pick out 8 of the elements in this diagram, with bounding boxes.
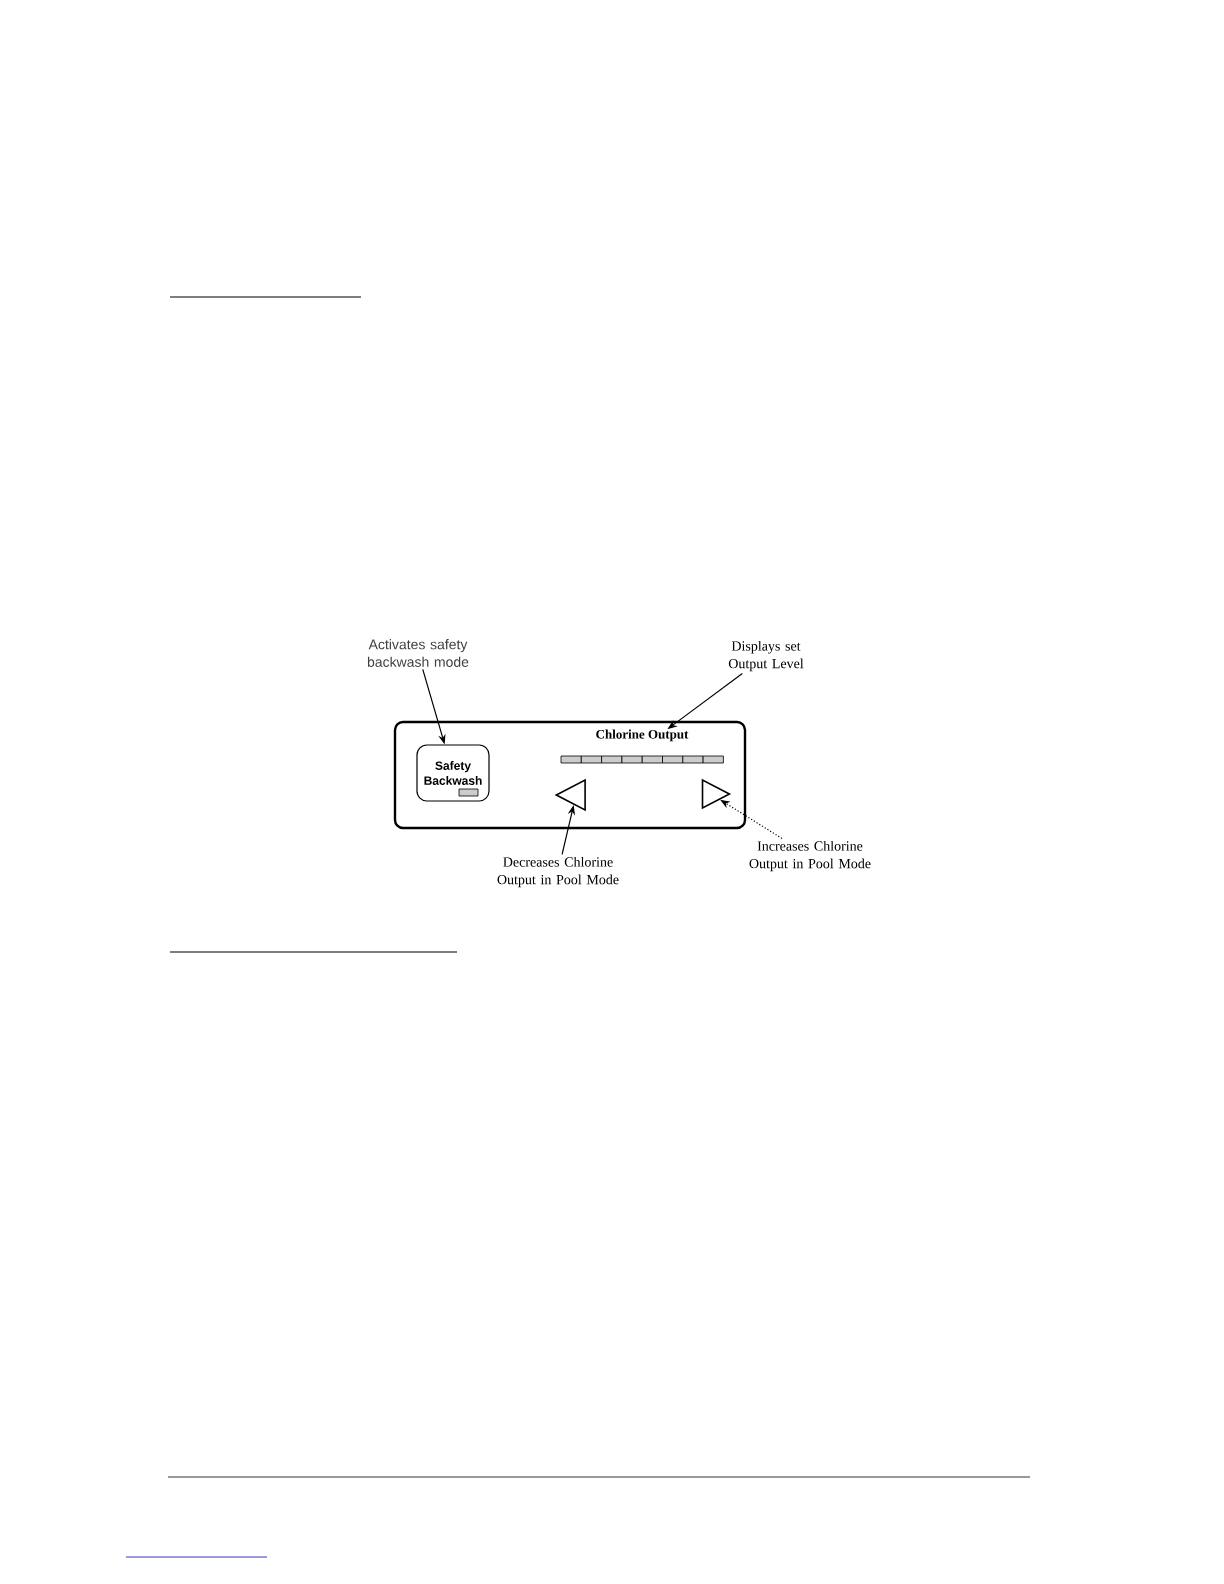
callout-text: Decreases Chlorine Output in Pool Mode [497, 856, 619, 888]
callout-text: Displays set Output Level [728, 640, 804, 672]
control-panel [393, 720, 747, 830]
node-label: Chlorine Output [596, 729, 689, 742]
output-level-display: Chlorine Output [560, 729, 724, 764]
callout-text: Increases Chlorine Output in Pool Mode [749, 840, 871, 872]
callout-text: Activates safety backwash mode [367, 639, 469, 667]
backwash-button: Safety Backwash [416, 744, 490, 802]
